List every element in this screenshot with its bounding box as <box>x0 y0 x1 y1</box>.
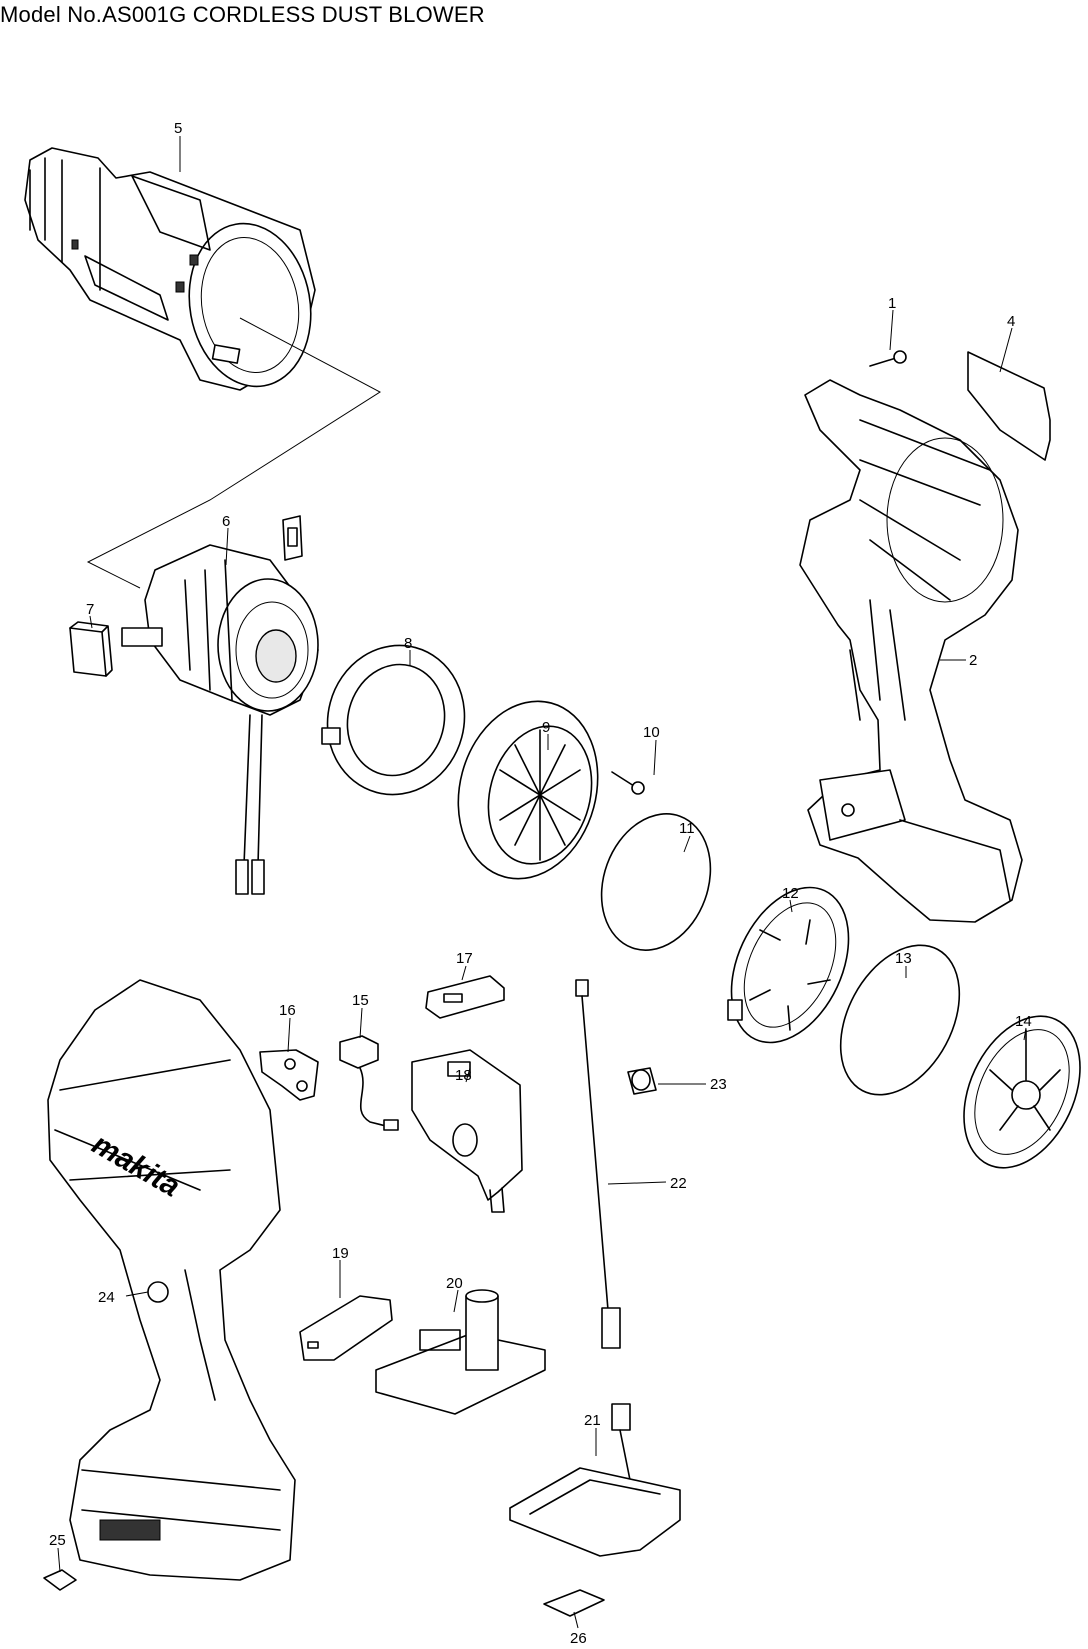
part-label-23: 23 <box>710 1076 727 1093</box>
part-label-14: 14 <box>1015 1013 1032 1030</box>
leader-lines <box>57 136 1027 1629</box>
part-label-17: 17 <box>456 950 473 967</box>
part-label-2: 2 <box>969 652 977 669</box>
part-20-controller-drawing <box>375 1289 546 1415</box>
part-9-fan-cover-drawing <box>457 700 599 880</box>
part-label-25: 25 <box>49 1532 66 1549</box>
part-7-drawing <box>69 627 107 677</box>
part-label-26: 26 <box>570 1630 587 1647</box>
diagram-title: Model No.AS001G CORDLESS DUST BLOWER <box>0 2 485 27</box>
part-label-18: 18 <box>455 1067 472 1084</box>
part-2-housing-half-drawing <box>799 379 1023 923</box>
part-label-12: 12 <box>782 885 799 902</box>
part-4-label-drawing <box>967 351 1051 461</box>
part-12-filter-frame-drawing <box>727 886 850 1044</box>
part-label-21: 21 <box>584 1412 601 1429</box>
part-5-housing-drawing <box>24 147 316 391</box>
part-label-24: 24 <box>98 1289 115 1306</box>
part-13-disc-drawing <box>839 944 961 1096</box>
part-label-1: 1 <box>888 295 896 312</box>
part-label-10: 10 <box>643 724 660 741</box>
part-label-8: 8 <box>404 635 412 652</box>
part-label-11: 11 <box>679 820 695 837</box>
part-label-19: 19 <box>332 1245 349 1262</box>
part-8-ring-drawing <box>321 644 466 796</box>
part-24-housing-half-drawing: makita <box>47 979 296 1581</box>
part-23-nut-drawing <box>627 1067 657 1095</box>
part-label-15: 15 <box>352 992 369 1009</box>
part-17-slide-button-drawing <box>425 975 505 1019</box>
part-25-badge-drawing <box>43 1569 77 1591</box>
part-22-lead-wire-drawing <box>575 979 621 1349</box>
part-11-disc-drawing <box>600 813 712 951</box>
part-label-13: 13 <box>895 950 912 967</box>
part-number-labels: 5 1 4 2 6 7 8 9 10 11 12 13 14 15 16 17 … <box>49 120 1032 1647</box>
part-label-5: 5 <box>174 120 182 137</box>
assembly-guide-line <box>86 317 381 589</box>
part-21-terminal-drawing <box>509 1403 681 1557</box>
part-26-label-drawing <box>543 1589 605 1617</box>
part-16-bracket-drawing <box>259 1049 319 1101</box>
part-14-fan-drawing <box>963 1015 1081 1169</box>
part-label-22: 22 <box>670 1175 687 1192</box>
part-15-switch-drawing <box>339 1035 399 1131</box>
part-1-screw-drawing <box>869 350 907 367</box>
part-label-6: 6 <box>222 513 230 530</box>
part-10-screw-drawing <box>611 771 645 795</box>
part-19-plate-drawing <box>299 1295 393 1361</box>
part-label-4: 4 <box>1007 313 1015 330</box>
part-label-9: 9 <box>542 719 550 736</box>
part-label-16: 16 <box>279 1002 296 1019</box>
part-6-motor-drawing <box>121 544 319 895</box>
part-label-20: 20 <box>446 1275 463 1292</box>
part-label-7: 7 <box>86 601 94 618</box>
